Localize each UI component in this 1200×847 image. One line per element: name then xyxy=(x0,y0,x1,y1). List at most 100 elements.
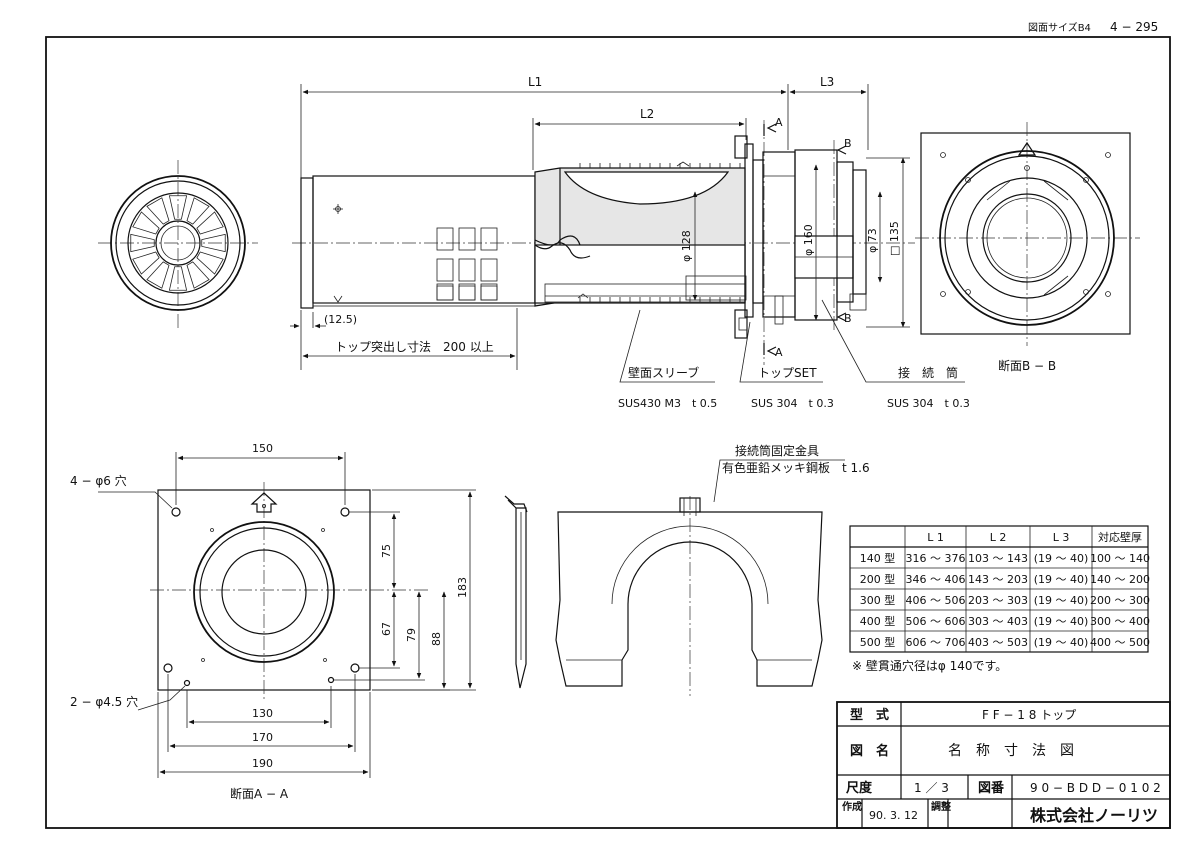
fin-slot xyxy=(146,261,170,289)
front-view xyxy=(98,160,258,330)
adjusted-label: 調整 xyxy=(931,800,951,813)
scale-value: 1 ／ 3 xyxy=(914,781,949,795)
section-b-top: B xyxy=(844,137,852,150)
table-cell: 143 〜 203 xyxy=(968,573,1028,586)
dim-67: 67 xyxy=(380,622,393,636)
dim-phi160: φ 160 xyxy=(802,224,815,256)
created-value: 90. 3. 12 xyxy=(869,809,918,822)
bracket-name: 接続筒固定金具 xyxy=(735,443,819,458)
vent-slot xyxy=(436,258,454,282)
drawing-frame xyxy=(45,36,1171,829)
side-view: L1 L3 L2 A A B B xyxy=(290,75,965,383)
section-a-bottom: A xyxy=(775,346,783,359)
table-cell: (19 〜 40) xyxy=(1034,552,1089,565)
fin-slot xyxy=(168,195,188,220)
dim-75: 75 xyxy=(380,544,393,558)
vent-slot xyxy=(436,227,454,251)
table-cell: (19 〜 40) xyxy=(1034,615,1089,628)
table-cell: 400 型 xyxy=(860,614,896,628)
bracket-spec: 有色亜鉛メッキ鋼板 t 1.6 xyxy=(722,461,870,475)
table-cell: 606 〜 706 xyxy=(906,636,966,649)
drawing-no-value: 9 0 − B D D − 0 1 0 2 xyxy=(1030,781,1161,795)
vent-slot xyxy=(458,258,476,282)
table-cell: 403 〜 503 xyxy=(968,636,1028,649)
fin-slot xyxy=(196,251,224,275)
table-cell: 346 〜 406 xyxy=(906,573,966,586)
table-header-cell: L 1 xyxy=(927,531,944,544)
table-cell: 103 〜 143 xyxy=(968,552,1028,565)
dim-130: 130 xyxy=(252,707,273,720)
fin-slot xyxy=(132,251,160,275)
fin-slot xyxy=(186,261,210,289)
table-cell: 303 〜 403 xyxy=(968,615,1028,628)
vent-slot xyxy=(480,285,498,301)
page-number: 4 − 295 xyxy=(1110,20,1158,34)
table-cell: 300 型 xyxy=(860,593,896,607)
section-bb-caption: 断面B − B xyxy=(998,358,1056,373)
table-cell: 200 〜 300 xyxy=(1090,594,1150,607)
dim-phi128: φ 128 xyxy=(680,230,693,262)
fin-slot xyxy=(196,211,224,235)
dim-sq135: □ 135 xyxy=(888,221,901,256)
hole-6-label: 4 − φ6 穴 xyxy=(70,473,127,488)
vent-slot xyxy=(480,258,498,282)
tube-spec: SUS 304 t 0.3 xyxy=(887,397,970,410)
table-header-cell: L 3 xyxy=(1053,531,1070,544)
table-note: ※ 壁貫通穴径はφ 140です。 xyxy=(852,658,1007,673)
fin-slot xyxy=(168,266,188,291)
table-cell: (19 〜 40) xyxy=(1034,636,1089,649)
table-cell: 500 型 xyxy=(860,635,896,649)
dim-l3: L3 xyxy=(820,75,834,89)
scale-label: 尺度 xyxy=(846,780,873,796)
sleeve-name: 壁面スリーブ xyxy=(628,365,699,380)
table-cell: (19 〜 40) xyxy=(1034,573,1089,586)
table-cell: (19 〜 40) xyxy=(1034,594,1089,607)
table-cell: 140 型 xyxy=(860,551,896,565)
dim-88: 88 xyxy=(430,632,443,646)
section-aa-caption: 断面A − A xyxy=(230,786,289,801)
vent-slot xyxy=(436,285,454,301)
section-b-bottom: B xyxy=(844,312,852,325)
vent-slot xyxy=(458,227,476,251)
drawing-no-label: 図番 xyxy=(978,780,1005,796)
dim-183: 183 xyxy=(456,577,469,598)
tube-name: 接 続 筒 xyxy=(898,365,958,380)
sleeve-spec: SUS430 M3 t 0.5 xyxy=(618,397,717,410)
table-cell: 316 〜 376 xyxy=(906,552,966,565)
table-header-cell: L 2 xyxy=(990,531,1007,544)
name-label: 図 名 xyxy=(850,743,889,759)
table-cell: 300 〜 400 xyxy=(1090,615,1150,628)
table-cell: 140 〜 200 xyxy=(1090,573,1150,586)
protrusion-dim: トップ突出し寸法 200 以上 xyxy=(335,339,494,354)
dim-12-5: (12.5) xyxy=(324,313,357,326)
fin-slot xyxy=(186,197,210,225)
dim-150: 150 xyxy=(252,442,273,455)
fin-slot xyxy=(146,197,170,225)
company-name: 株式会社ノーリツ xyxy=(1030,806,1158,825)
fin-slot xyxy=(132,211,160,235)
table-cell: 506 〜 606 xyxy=(906,615,966,628)
dim-190: 190 xyxy=(252,757,273,770)
dim-phi73: φ 73 xyxy=(866,228,879,253)
top-set-name: トップSET xyxy=(758,366,817,380)
table-cell: 203 〜 303 xyxy=(968,594,1028,607)
top-set-spec: SUS 304 t 0.3 xyxy=(751,397,834,410)
vent-slot xyxy=(480,227,498,251)
fin-slot xyxy=(201,233,226,253)
vent-slot xyxy=(458,285,476,301)
bracket-side-view xyxy=(504,495,528,689)
dim-79: 79 xyxy=(405,628,418,642)
section-aa-view xyxy=(98,452,476,778)
hole-45-label: 2 − φ4.5 穴 xyxy=(70,694,138,709)
section-a-top: A xyxy=(775,116,783,129)
created-label: 作成 xyxy=(842,800,862,813)
dim-l1: L1 xyxy=(528,75,542,89)
bracket-front-view xyxy=(555,459,845,696)
paper-size-label: 図面サイズB4 xyxy=(1028,21,1091,34)
dim-170: 170 xyxy=(252,731,273,744)
dim-l2: L2 xyxy=(640,107,654,121)
fin-slot xyxy=(130,233,155,253)
table-header-cell: 対応壁厚 xyxy=(1098,530,1142,544)
